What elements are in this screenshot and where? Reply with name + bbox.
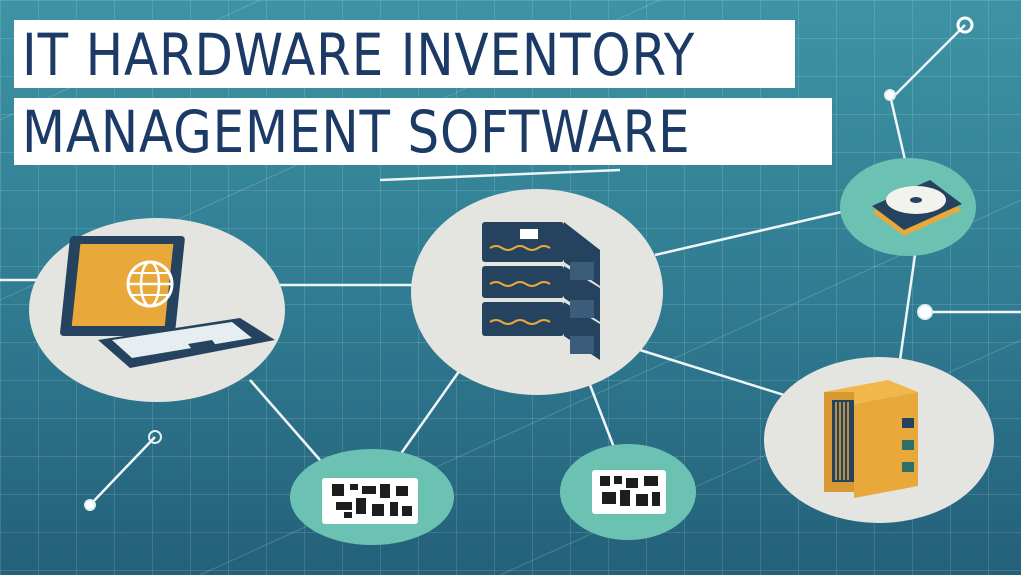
connector-dots [84,16,974,511]
qr-node-2[interactable] [560,444,696,540]
tower-node[interactable] [764,357,994,523]
title-line-1: IT HARDWARE INVENTORY [22,21,696,89]
laptop-icon [60,236,275,368]
qr-code-icon [592,470,666,514]
server-node[interactable] [411,189,663,395]
qr-node-1[interactable] [290,449,454,545]
qr-code-icon [322,478,418,524]
connectors [0,24,1021,506]
title-line-2: MANAGEMENT SOFTWARE [22,98,691,166]
server-rack-icon [482,222,600,360]
disk-node[interactable] [840,158,976,256]
title-line-1-box: IT HARDWARE INVENTORY [14,20,795,89]
laptop-node[interactable] [29,218,285,402]
hard-drive-icon [872,180,962,236]
title-line-2-box: MANAGEMENT SOFTWARE [14,98,832,166]
server-tower-icon [824,380,918,498]
